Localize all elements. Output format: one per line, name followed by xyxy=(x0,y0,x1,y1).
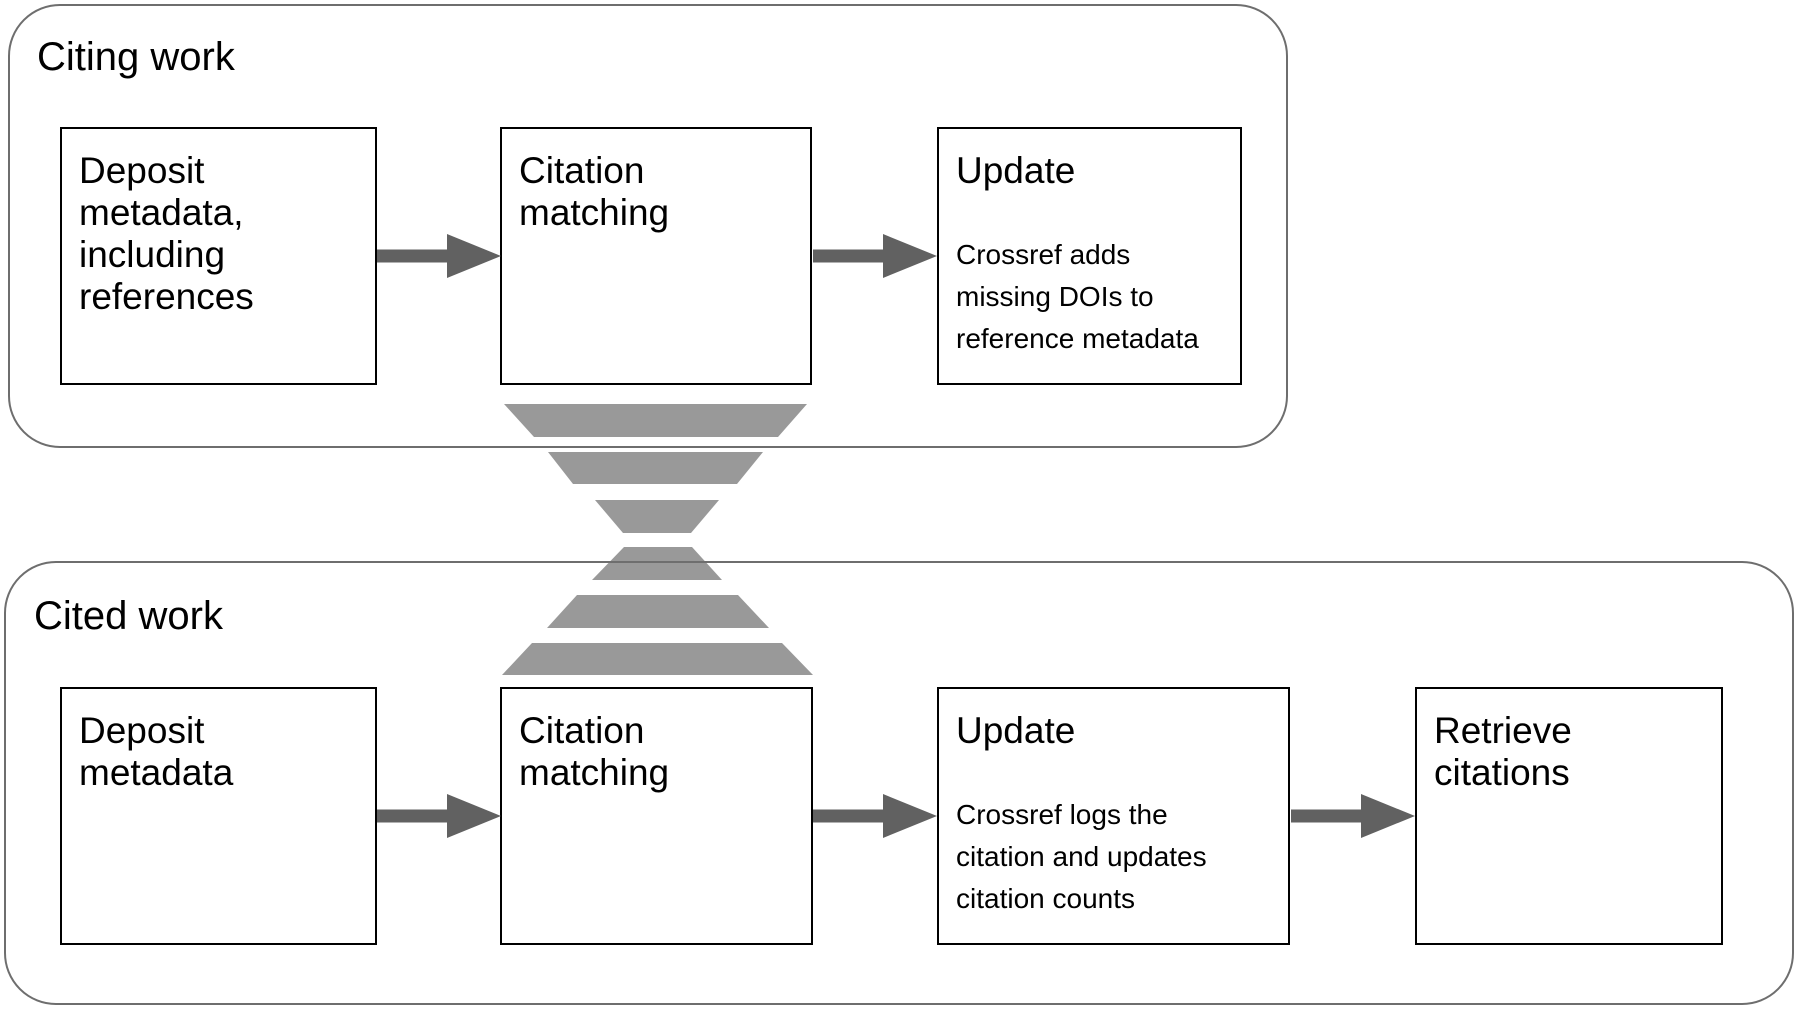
funnel-stripe xyxy=(504,404,807,437)
flow-arrow-icon xyxy=(377,794,501,838)
flow-arrow-icon xyxy=(813,234,937,278)
arrow-head xyxy=(447,794,501,838)
arrow-shaft xyxy=(377,809,450,823)
box-title: Update xyxy=(956,150,1076,191)
box-description: Crossref logs the citation and updates c… xyxy=(956,799,1207,914)
funnel-stripe xyxy=(595,500,719,533)
box-title: Citation matching xyxy=(519,150,670,233)
box-title: Deposit metadata xyxy=(79,710,234,793)
citation-matching-funnel-icon xyxy=(502,404,813,675)
box-title: Update xyxy=(956,710,1076,751)
citing-update-box: Update Crossref adds missing DOIs to ref… xyxy=(937,127,1242,385)
citing-deposit-metadata-box: Deposit metadata, including references xyxy=(60,127,377,385)
cited-citation-matching-box: Citation matching xyxy=(500,687,813,945)
box-title: Citation matching xyxy=(519,710,670,793)
arrow-head xyxy=(883,794,937,838)
arrow-shaft xyxy=(377,249,450,263)
cited-work-label: Cited work xyxy=(34,594,223,638)
citing-work-container xyxy=(8,4,1288,448)
arrow-head xyxy=(1361,794,1415,838)
arrow-shaft xyxy=(1291,809,1364,823)
funnel-stripe xyxy=(548,452,763,484)
arrow-shaft xyxy=(813,249,886,263)
cited-update-box: Update Crossref logs the citation and up… xyxy=(937,687,1290,945)
funnel-stripe xyxy=(592,547,722,580)
box-title: Deposit metadata, including references xyxy=(79,150,254,317)
box-description: Crossref adds missing DOIs to reference … xyxy=(956,239,1199,354)
flow-arrow-icon xyxy=(377,234,501,278)
funnel-stripe xyxy=(547,595,769,628)
arrow-head xyxy=(883,234,937,278)
cited-retrieve-citations-box: Retrieve citations xyxy=(1415,687,1723,945)
flow-arrow-icon xyxy=(813,794,937,838)
citing-work-label: Citing work xyxy=(37,35,235,79)
arrow-shaft xyxy=(813,809,886,823)
arrow-head xyxy=(447,234,501,278)
funnel-stripe xyxy=(502,643,813,675)
box-title: Retrieve citations xyxy=(1434,710,1572,793)
citing-citation-matching-box: Citation matching xyxy=(500,127,812,385)
flow-arrow-icon xyxy=(1291,794,1415,838)
cited-work-container xyxy=(4,561,1794,1005)
cited-deposit-metadata-box: Deposit metadata xyxy=(60,687,377,945)
